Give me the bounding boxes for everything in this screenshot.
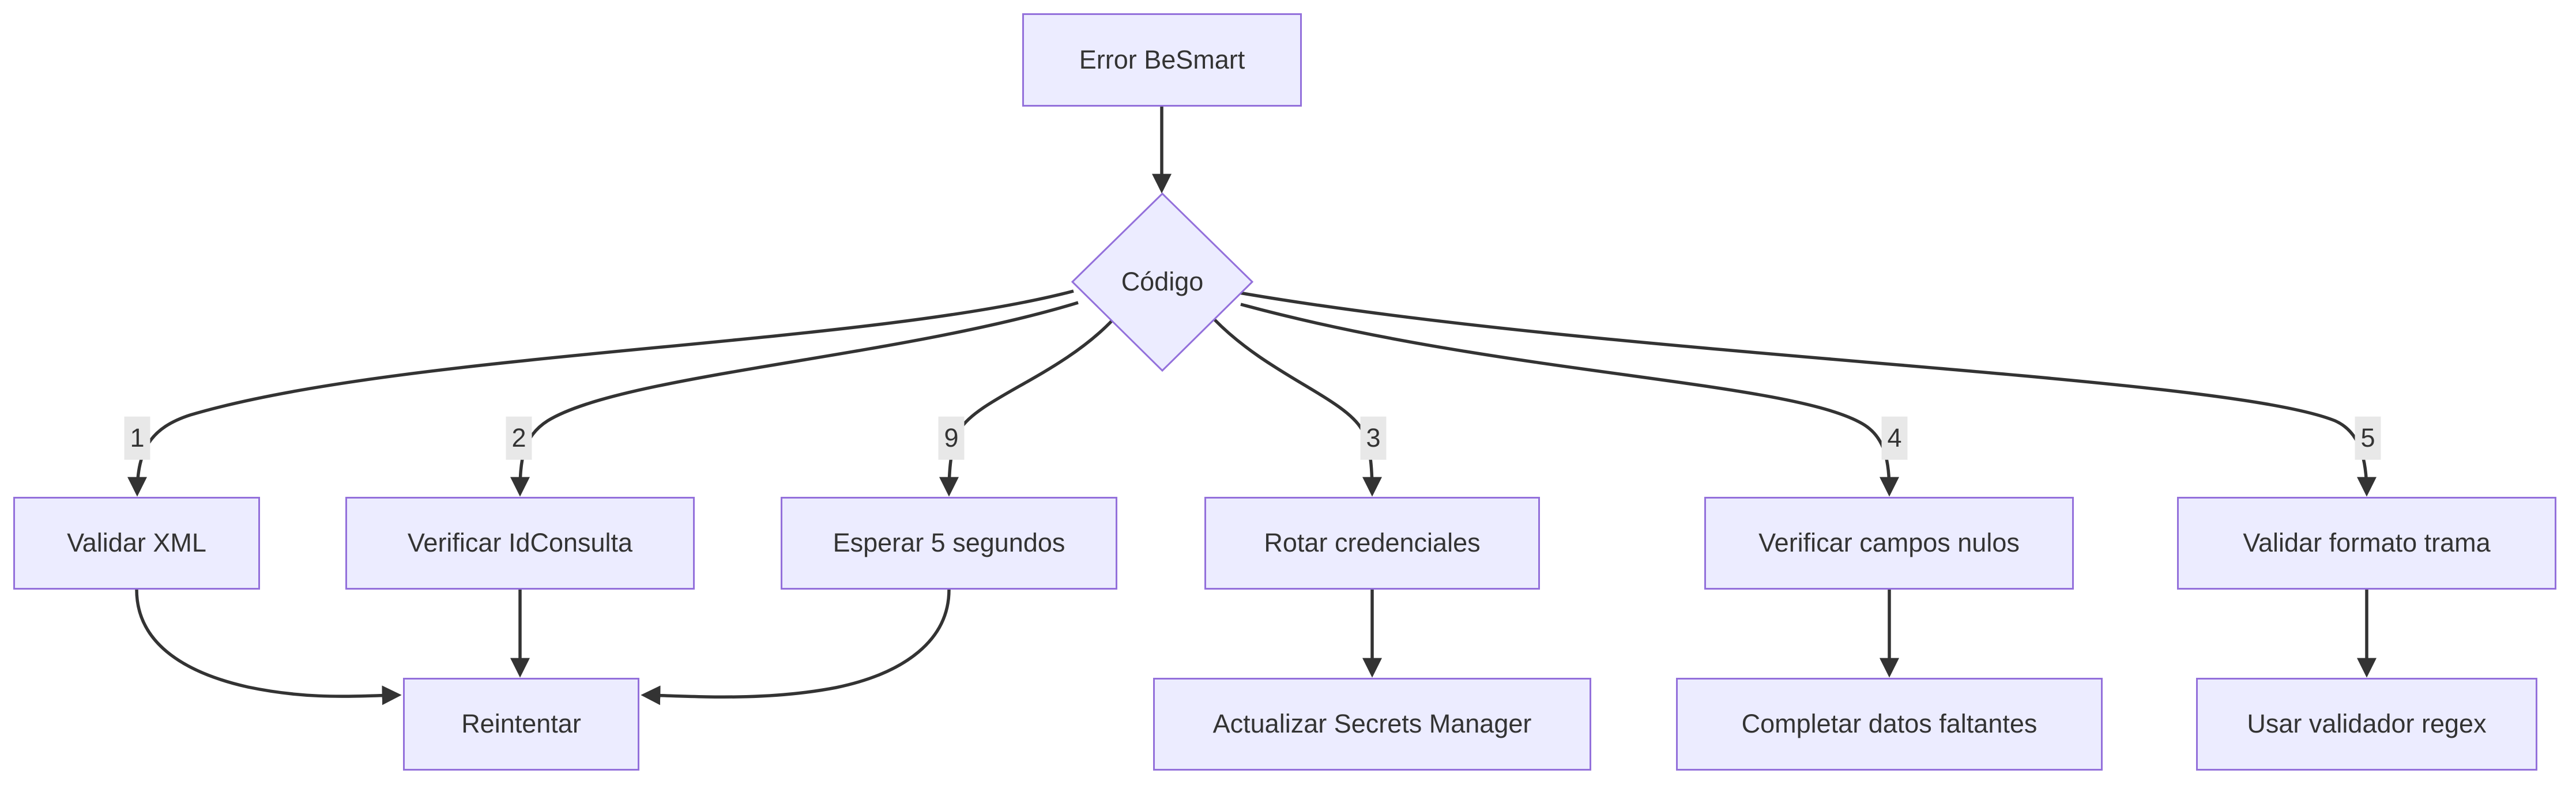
edge-codigo-to-esperar [939,319,1114,497]
edge-codigo-to-validar-xml [127,289,1074,497]
edge-codigo-to-rotar [1214,319,1382,497]
node-esperar-5-segundos: Esperar 5 segundos [781,497,1117,590]
node-rotar-credenciales: Rotar credenciales [1204,497,1540,590]
node-codigo-diamond [1071,192,1254,372]
node-codigo-label: Código [1121,267,1204,296]
node-verificar-idconsulta: Verificar IdConsulta [345,497,695,590]
node-usar-validador-regex: Usar validador regex [2196,678,2537,771]
edge-label-3: 3 [1360,416,1387,460]
node-reintentar: Reintentar [403,678,639,771]
edge-label-4: 4 [1881,416,1908,460]
node-validar-formato-trama: Validar formato trama [2177,497,2556,590]
edge-codigo-to-campos-nulos [1240,303,1899,497]
edge-validar-xml-to-reintentar [135,589,402,705]
edge-codigo-to-verificar-idconsulta [510,301,1079,497]
node-completar-datos-faltantes: Completar datos faltantes [1676,678,2103,771]
node-verificar-campos-nulos: Verificar campos nulos [1704,497,2074,590]
node-error-besmart: Error BeSmart [1022,13,1302,107]
node-actualizar-secrets-manager: Actualizar Secrets Manager [1153,678,1591,771]
edge-label-1: 1 [124,416,150,460]
edge-codigo-to-formato-trama [1239,291,2377,497]
edge-esperar-to-reintentar [641,589,951,705]
edge-label-9: 9 [938,416,965,460]
edge-label-2: 2 [506,416,532,460]
edge-label-5: 5 [2355,416,2381,460]
node-validar-xml: Validar XML [13,497,260,590]
